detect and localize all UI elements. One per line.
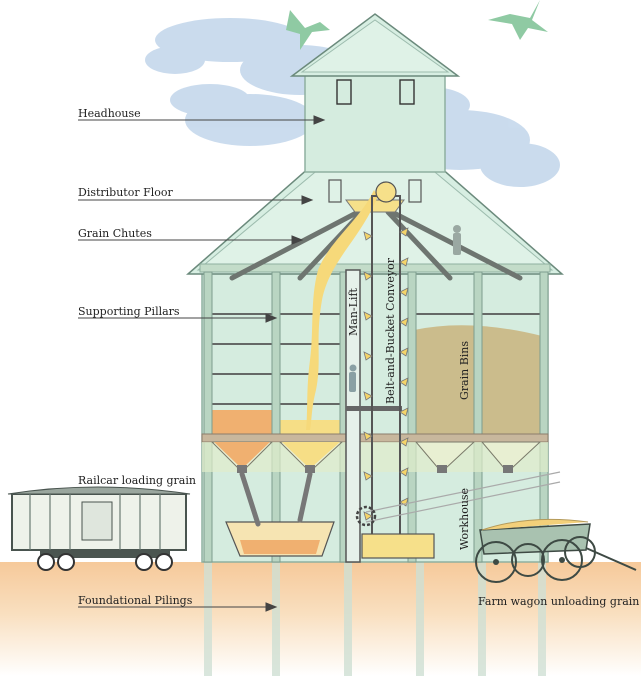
label-man-lift: Man-Lift bbox=[347, 287, 360, 336]
receiving-pit bbox=[362, 534, 434, 558]
label-grain-chutes: Grain Chutes bbox=[78, 227, 152, 240]
label-headhouse: Headhouse bbox=[78, 107, 141, 120]
label-railcar: Railcar loading grain bbox=[78, 474, 196, 487]
railcar-illustration bbox=[8, 487, 190, 570]
grain-fill-left-bin bbox=[212, 410, 272, 436]
conveyor-head-pulley bbox=[376, 182, 396, 202]
man-lift-platform bbox=[346, 406, 402, 411]
label-workhouse: Workhouse bbox=[458, 488, 471, 550]
label-conveyor: Belt-and-Bucket Conveyor bbox=[384, 257, 397, 404]
headhouse-structure bbox=[305, 72, 445, 172]
label-foundational-pilings: Foundational Pilings bbox=[78, 594, 193, 607]
bird-icon bbox=[488, 0, 548, 40]
bin-floor-band bbox=[202, 434, 548, 442]
worker-figure bbox=[349, 365, 357, 393]
trough-grain bbox=[240, 540, 320, 554]
worker-figure bbox=[453, 225, 461, 255]
label-grain-bins: Grain Bins bbox=[458, 341, 471, 400]
label-supporting-pillars: Supporting Pillars bbox=[78, 305, 180, 318]
label-farm-wagon: Farm wagon unloading grain bbox=[478, 595, 639, 608]
label-distributor-floor: Distributor Floor bbox=[78, 186, 173, 199]
